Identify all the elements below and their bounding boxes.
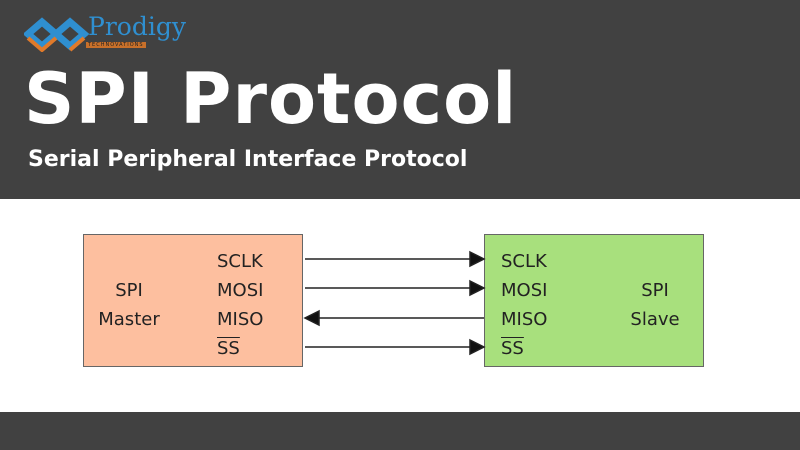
arrow-sclk-head xyxy=(469,250,486,268)
slave-pins: SCLK MOSI MISO SS xyxy=(501,247,547,363)
arrow-ss-head xyxy=(469,338,486,356)
spi-slave-box: SCLK MOSI MISO SS SPI Slave xyxy=(484,234,704,367)
page-subtitle: Serial Peripheral Interface Protocol xyxy=(28,147,468,172)
logo xyxy=(24,12,194,52)
pin-miso: MISO xyxy=(501,309,548,330)
arrow-miso-head xyxy=(303,309,320,327)
arrow-mosi-head xyxy=(469,279,486,297)
pin-sclk: SCLK xyxy=(501,251,547,272)
page-title: SPI Protocol xyxy=(24,58,518,140)
pin-ss: SS xyxy=(217,338,240,359)
slave-label-line2: Slave xyxy=(630,309,680,330)
logo-tagline: TECHNOVATIONS xyxy=(86,42,146,48)
slave-label-line1: SPI xyxy=(641,280,669,301)
master-label-line1: SPI xyxy=(115,280,143,301)
spi-master-box: SPI Master SCLK MOSI MISO SS xyxy=(83,234,303,367)
slave-label: SPI Slave xyxy=(620,276,690,334)
pin-sclk: SCLK xyxy=(217,251,263,272)
pin-miso: MISO xyxy=(217,309,264,330)
pin-mosi: MOSI xyxy=(501,280,548,301)
master-label: SPI Master xyxy=(94,276,164,334)
logo-name: Prodigy xyxy=(88,12,186,41)
master-label-line2: Master xyxy=(98,309,160,330)
pin-mosi: MOSI xyxy=(217,280,264,301)
pin-ss: SS xyxy=(501,338,524,359)
master-pins: SCLK MOSI MISO SS xyxy=(217,247,263,363)
logo-icon xyxy=(24,17,90,52)
